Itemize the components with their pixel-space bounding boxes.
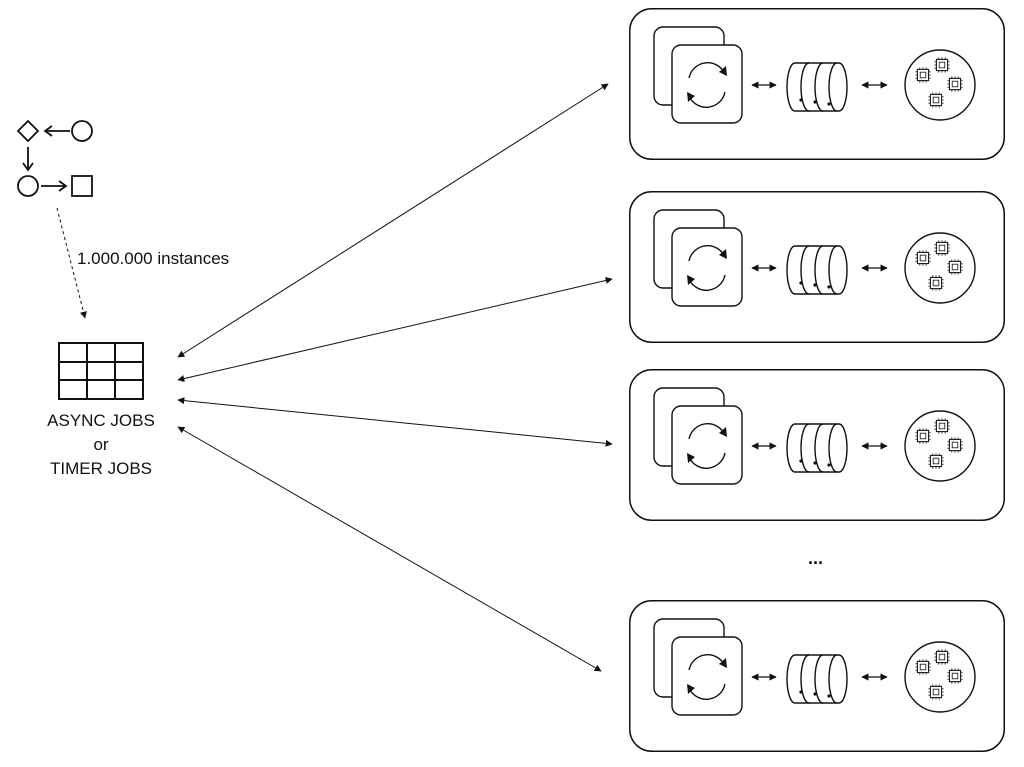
jobs-label-line3: TIMER JOBS (49, 459, 152, 478)
table-grid-icon (58, 342, 144, 400)
arrow-to-node-2 (177, 277, 613, 382)
more-nodes-ellipsis: ... (808, 548, 824, 568)
jobs-table-label: ASYNC JOBS or TIMER JOBS (30, 409, 172, 481)
engine-node-2 (630, 192, 1005, 343)
engine-node-3 (630, 370, 1005, 521)
engine-node-1 (630, 9, 1005, 160)
jobs-label-line2: or (93, 435, 109, 454)
arrow-to-node-1 (177, 83, 609, 358)
connection-arrows (177, 83, 613, 672)
bpmn-process-icon (16, 119, 93, 197)
arrow-to-node-3 (177, 397, 613, 447)
instances-label: 1.000.000 instances (77, 249, 230, 268)
arrow-to-node-4 (177, 426, 602, 672)
engine-node-4 (630, 601, 1005, 752)
jobs-label-line1: ASYNC JOBS (47, 411, 155, 430)
instances-arrow (56, 207, 87, 319)
